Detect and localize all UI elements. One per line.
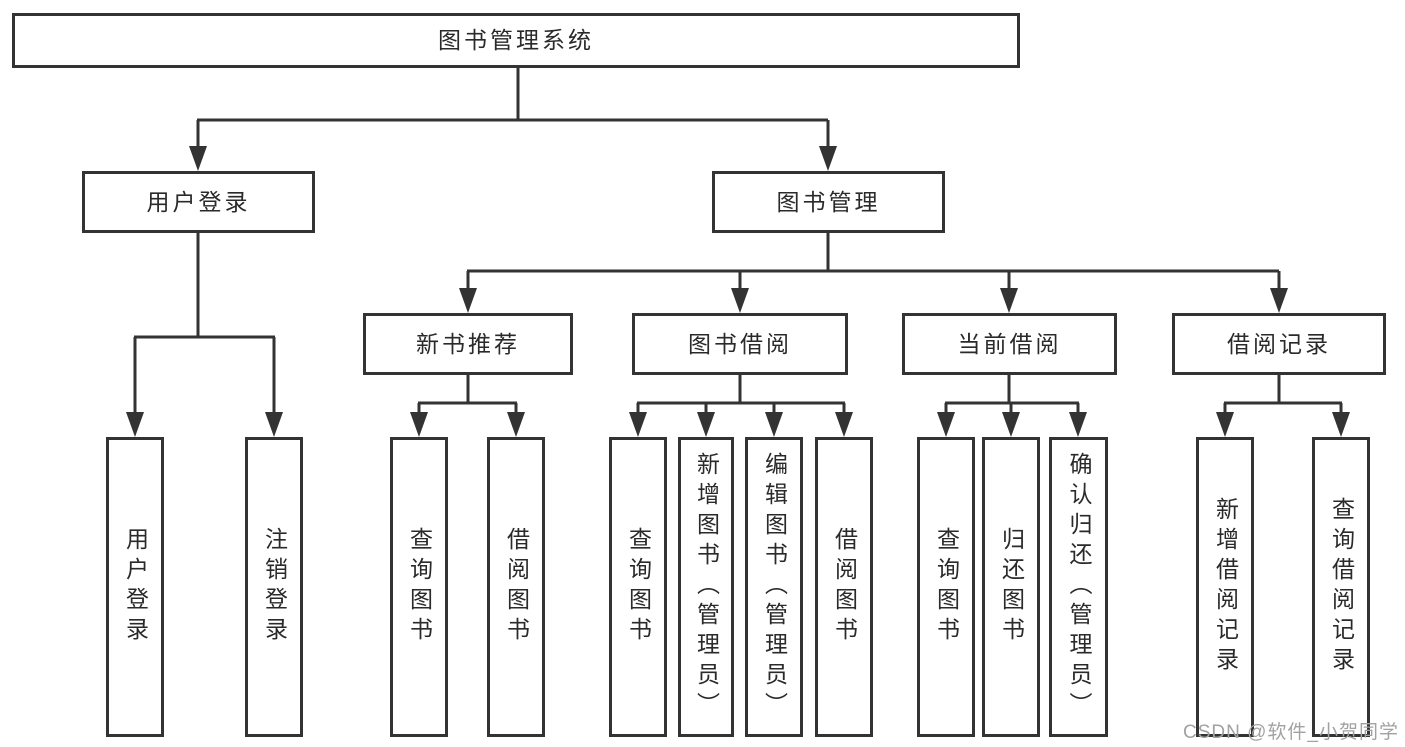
csdn-watermark: CSDN @软件_小贺同学 [1183, 722, 1399, 743]
leaf-logout-login-label: 注销登录 [261, 527, 288, 647]
leaf-borrow-borrow-book: 借阅图书 [815, 437, 873, 737]
node-book-borrow-label: 图书借阅 [688, 330, 792, 357]
leaf-current-return-book: 归还图书 [982, 437, 1040, 737]
node-new-book-recommend: 新书推荐 [363, 313, 573, 375]
node-root-label: 图书管理系统 [438, 27, 594, 53]
leaf-newbook-borrow-book-label: 借阅图书 [503, 527, 530, 647]
leaf-borrow-query-book-label: 查询图书 [625, 527, 652, 647]
leaf-records-add-record-label: 新增借阅记录 [1212, 497, 1239, 677]
arrowheads [126, 146, 1350, 437]
node-book-management-label: 图书管理 [776, 188, 881, 215]
node-current-borrow: 当前借阅 [902, 313, 1117, 375]
leaf-logout-login: 注销登录 [245, 437, 303, 737]
node-book-management: 图书管理 [712, 171, 945, 233]
leaf-borrow-add-book-admin-label: 新增图书（管理员） [693, 452, 720, 722]
node-new-book-recommend-label: 新书推荐 [416, 330, 520, 357]
leaf-current-confirm-return-admin-label: 确认归还（管理员） [1066, 452, 1092, 722]
leaf-current-query-book-label: 查询图书 [933, 527, 960, 647]
leaf-current-confirm-return-admin: 确认归还（管理员） [1049, 437, 1108, 737]
leaf-records-query-record: 查询借阅记录 [1312, 437, 1370, 737]
leaf-user-login-label: 用户登录 [122, 527, 149, 647]
leaf-borrow-borrow-book-label: 借阅图书 [831, 527, 858, 647]
node-borrow-records-label: 借阅记录 [1227, 330, 1331, 357]
leaf-current-query-book: 查询图书 [917, 437, 975, 737]
leaf-borrow-query-book: 查询图书 [609, 437, 667, 737]
leaf-records-query-record-label: 查询借阅记录 [1328, 497, 1355, 677]
leaf-borrow-edit-book-admin: 编辑图书（管理员） [745, 437, 803, 737]
leaf-borrow-edit-book-admin-label: 编辑图书（管理员） [761, 452, 788, 722]
node-user-login-label: 用户登录 [146, 188, 251, 215]
leaf-current-return-book-label: 归还图书 [998, 527, 1025, 647]
node-user-login: 用户登录 [82, 171, 315, 233]
leaf-records-add-record: 新增借阅记录 [1196, 437, 1254, 737]
leaf-newbook-query-book-label: 查询图书 [406, 527, 433, 647]
leaf-newbook-borrow-book: 借阅图书 [487, 437, 545, 737]
leaf-user-login: 用户登录 [106, 437, 164, 737]
leaf-borrow-add-book-admin: 新增图书（管理员） [678, 437, 734, 737]
leaf-newbook-query-book: 查询图书 [390, 437, 448, 737]
node-borrow-records: 借阅记录 [1172, 313, 1386, 375]
node-root: 图书管理系统 [12, 13, 1020, 68]
node-book-borrow: 图书借阅 [632, 313, 848, 375]
node-current-borrow-label: 当前借阅 [957, 330, 1062, 357]
